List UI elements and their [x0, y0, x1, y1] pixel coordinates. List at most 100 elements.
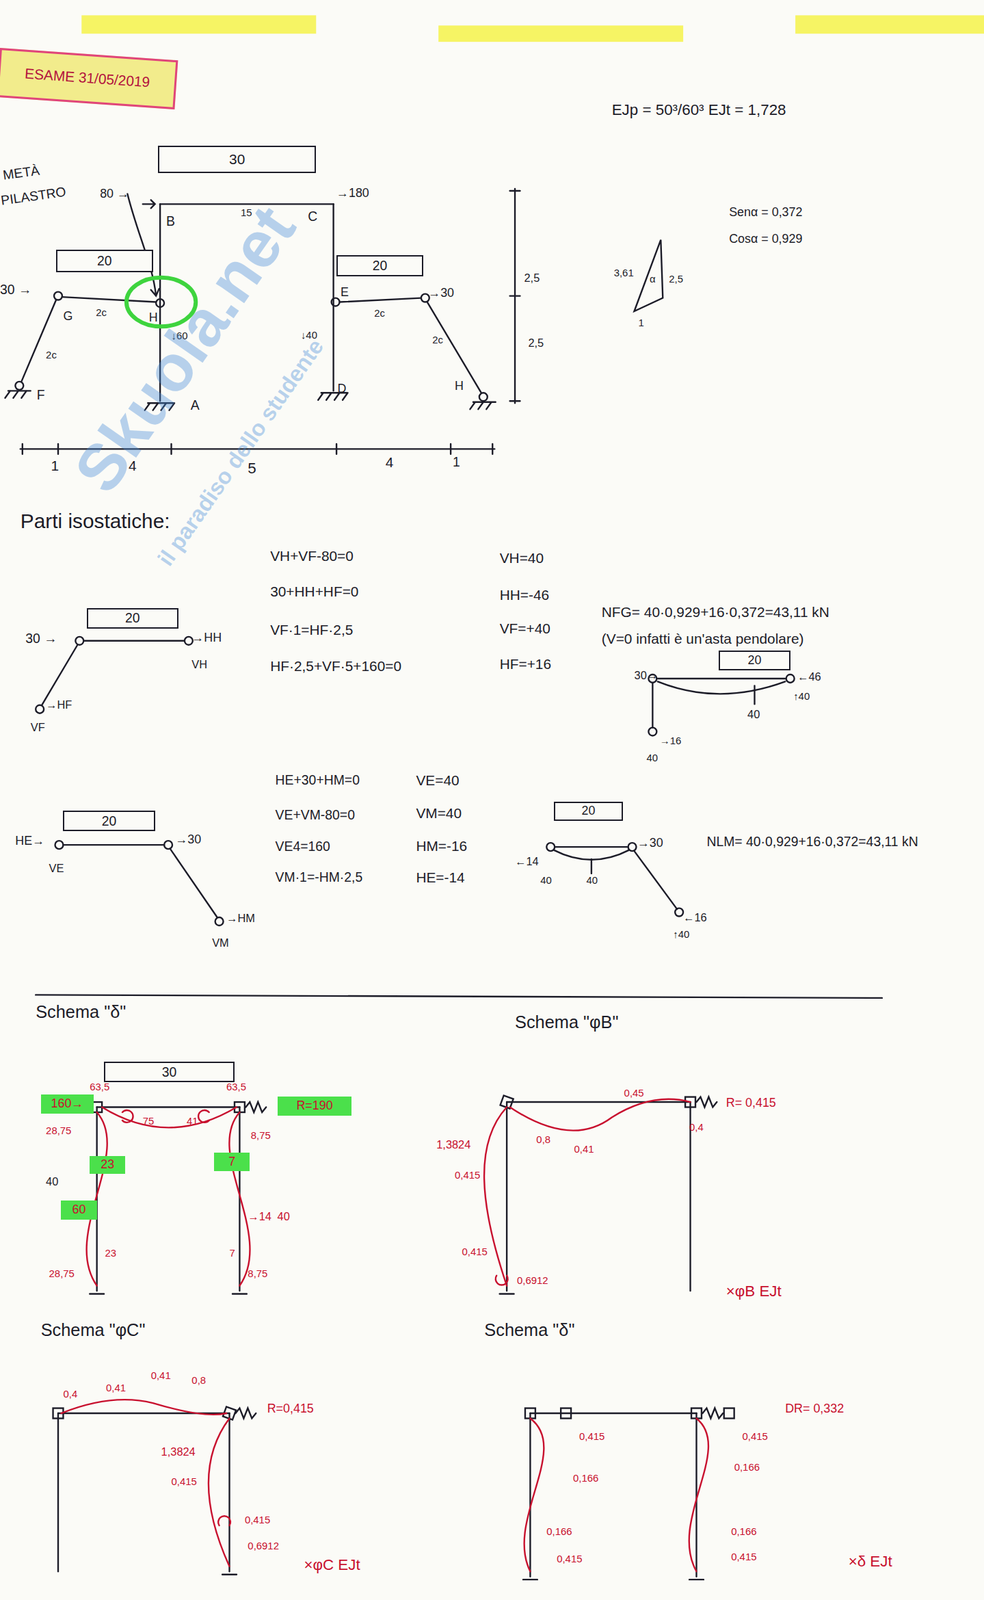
value-label: 0,4	[689, 1121, 704, 1133]
annotation: VM·1=-HM·2,5	[275, 869, 364, 885]
annotation: VE+VM-80=0	[275, 807, 355, 822]
node-text: 20	[748, 653, 762, 668]
annotation: 30 →	[25, 631, 57, 646]
node-text: R=190	[296, 1098, 333, 1113]
value-label: 41	[186, 1115, 199, 1127]
annotation: 3,61	[614, 267, 634, 279]
annotation: VH+VF-80=0	[270, 548, 354, 565]
node-text: ESAME 31/05/2019	[23, 66, 150, 91]
annotation: →HF	[45, 698, 72, 711]
annotation: METÀ	[2, 163, 41, 184]
annotation: NLM= 40·0,929+16·0,372=43,11 kN	[706, 834, 918, 849]
annotation: ←46	[797, 670, 822, 683]
annotation: VM	[211, 936, 230, 949]
annotation: H	[454, 379, 464, 394]
annotation: 5	[247, 460, 256, 478]
node-text: 20	[97, 253, 113, 269]
annotation: 2c	[374, 307, 385, 319]
value-label: 7	[229, 1247, 236, 1259]
annotation: 1	[452, 454, 461, 470]
value-label: 0,415	[171, 1475, 197, 1487]
highlight: 60	[60, 1200, 97, 1220]
value-label: 0,4	[62, 1388, 78, 1400]
annotation: EJp = 50³/60³ EJt = 1,728	[612, 101, 787, 119]
annotation: →30	[637, 836, 664, 850]
annotation: NFG= 40·0,929+16·0,372=43,11 kN	[601, 604, 830, 621]
annotation: HF=+16	[499, 656, 552, 673]
value-label: →14	[247, 1209, 272, 1222]
annotation: 40	[586, 874, 598, 886]
annotation: 1	[637, 317, 644, 329]
annotation: α	[649, 273, 656, 285]
annotation: 2,5	[527, 336, 544, 349]
annotation: E	[340, 285, 349, 300]
value-label: 0,6912	[516, 1274, 549, 1286]
value-label: 1,3824	[161, 1444, 196, 1458]
node-text: 20	[372, 258, 388, 273]
annotation: →30	[428, 286, 455, 301]
value-label: 23	[105, 1247, 117, 1259]
load-box: 30	[103, 1061, 235, 1082]
annotation: ↑40	[793, 690, 810, 702]
annotation: →16	[659, 735, 682, 747]
annotation: 40	[747, 707, 760, 721]
annotation: B	[166, 214, 176, 229]
annotation: H	[149, 311, 158, 325]
value-label: 0,166	[730, 1525, 757, 1537]
annotation: ↑40	[672, 928, 690, 940]
highlight: 23	[89, 1155, 126, 1175]
annotation: Parti isostatiche:	[20, 510, 171, 533]
value-label: 0,415	[730, 1550, 757, 1562]
annotation: Schema "δ"	[484, 1320, 575, 1340]
value-label: 1,3824	[436, 1137, 471, 1151]
annotation: 2,5	[668, 273, 684, 285]
annotation: →HH	[191, 631, 222, 645]
annotation: 80 →	[99, 187, 130, 202]
annotation: 4	[385, 454, 394, 471]
annotation: 1	[51, 458, 60, 474]
node-text: 20	[125, 610, 141, 626]
value-label: 40	[277, 1209, 290, 1222]
node-text: 20	[101, 813, 117, 829]
value-label: 0,166	[734, 1461, 760, 1473]
annotation: HE=-14	[415, 869, 465, 886]
annotation: Schema "δ"	[35, 1002, 126, 1022]
value-label: 0,41	[151, 1369, 171, 1381]
annotation: HM=-16	[415, 838, 468, 855]
annotation: 40	[646, 752, 658, 764]
annotation: VE4=160	[275, 839, 331, 854]
annotation: Schema "φB"	[514, 1012, 619, 1032]
watermark: Skuola.net	[60, 193, 310, 505]
highlight: 160→	[41, 1094, 95, 1114]
annotation: HE+30+HM=0	[275, 772, 360, 788]
value-label: 75	[142, 1115, 155, 1127]
load-box: 20	[336, 255, 424, 277]
value-label: 0,6912	[247, 1539, 279, 1551]
node-text: 160→	[51, 1096, 85, 1111]
load-box: 20	[56, 249, 154, 273]
value-label: 8,75	[247, 1267, 268, 1279]
value-label: 0,415	[454, 1169, 481, 1181]
highlight: R=190	[277, 1096, 353, 1116]
annotation: PILASTRO	[0, 184, 68, 208]
value-label: 63,5	[226, 1081, 247, 1093]
node-text: 60	[72, 1202, 87, 1217]
node-text: 20	[581, 804, 595, 818]
load-box: 20	[86, 607, 179, 629]
annotation: 40	[540, 874, 552, 886]
value-label: ×φC EJt	[303, 1556, 360, 1574]
value-label: 63,5	[89, 1081, 110, 1093]
annotation: 2c	[45, 349, 57, 361]
node-text: 7	[228, 1154, 236, 1169]
annotation: VH	[191, 657, 208, 671]
node-text: 23	[100, 1157, 115, 1172]
value-label: 0,166	[573, 1472, 599, 1484]
annotation: →30	[175, 832, 202, 847]
annotation: 2,5	[523, 271, 540, 284]
annotation: VE=40	[415, 772, 459, 789]
annotation: 30→	[634, 668, 659, 682]
annotation: 30 →	[0, 282, 32, 297]
annotation: VF·1=HF·2,5	[270, 622, 353, 638]
value-label: R=0,415	[267, 1401, 314, 1416]
